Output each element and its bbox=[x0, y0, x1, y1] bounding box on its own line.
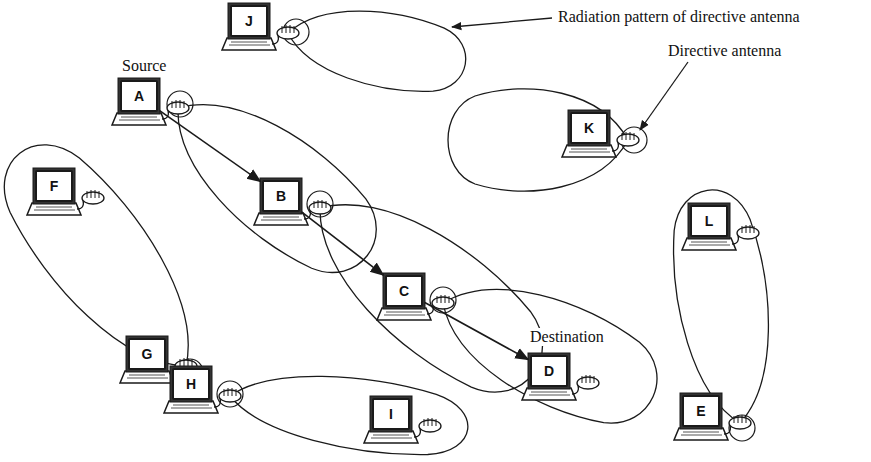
laptop-screen: L bbox=[690, 205, 728, 237]
laptop-screen: I bbox=[372, 398, 410, 430]
node-letter: B bbox=[276, 189, 286, 203]
radiation-lobe bbox=[282, 0, 472, 101]
node-letter: D bbox=[544, 364, 554, 378]
radiation-lobe bbox=[286, 164, 567, 418]
node-letter: J bbox=[245, 14, 253, 28]
laptop-screen: A bbox=[120, 80, 158, 112]
radiation-lobe bbox=[0, 122, 226, 398]
node-letter: F bbox=[50, 179, 59, 193]
route-arrow bbox=[160, 111, 261, 182]
node-letter: E bbox=[696, 404, 705, 418]
laptop bbox=[164, 366, 241, 413]
callout-label: Directive antenna bbox=[666, 42, 783, 60]
node-letter: K bbox=[584, 121, 594, 135]
radiation-patterns bbox=[0, 0, 784, 462]
laptop bbox=[522, 353, 599, 400]
callout-leader bbox=[640, 62, 688, 130]
laptop bbox=[682, 203, 759, 250]
radiation-lobe bbox=[225, 361, 473, 462]
laptop-screen: E bbox=[682, 395, 720, 427]
laptop-screen: K bbox=[570, 112, 608, 144]
callout-leader bbox=[452, 18, 552, 27]
node-letter: H bbox=[186, 377, 196, 391]
route-arrow bbox=[425, 302, 528, 359]
node-letter: A bbox=[134, 89, 144, 103]
laptop-screen: B bbox=[262, 180, 300, 212]
radiation-lobe bbox=[448, 89, 628, 191]
laptop-screen: F bbox=[35, 170, 73, 202]
laptop bbox=[254, 178, 331, 225]
laptop-screen: C bbox=[385, 275, 423, 307]
radiation-lobe bbox=[663, 184, 784, 429]
role-label: Source bbox=[120, 57, 168, 75]
role-label: Destination bbox=[528, 328, 606, 346]
node-letter: G bbox=[142, 347, 153, 361]
laptop bbox=[364, 396, 441, 443]
laptop bbox=[674, 393, 751, 440]
laptop-screen: D bbox=[530, 355, 568, 387]
callout-label: Radiation pattern of directive antenna bbox=[556, 8, 802, 26]
node-letter: L bbox=[705, 214, 714, 228]
laptop bbox=[222, 3, 299, 50]
laptop bbox=[27, 168, 104, 215]
node-letter: I bbox=[389, 407, 393, 421]
route-arrow bbox=[302, 212, 384, 275]
laptops bbox=[27, 3, 759, 443]
laptop-screen: H bbox=[172, 368, 210, 400]
laptop bbox=[562, 110, 639, 157]
radiation-lobe bbox=[422, 256, 674, 443]
laptop-screen: G bbox=[128, 338, 166, 370]
node-letter: C bbox=[399, 284, 409, 298]
laptop bbox=[112, 78, 189, 125]
laptop-screen: J bbox=[230, 5, 268, 37]
